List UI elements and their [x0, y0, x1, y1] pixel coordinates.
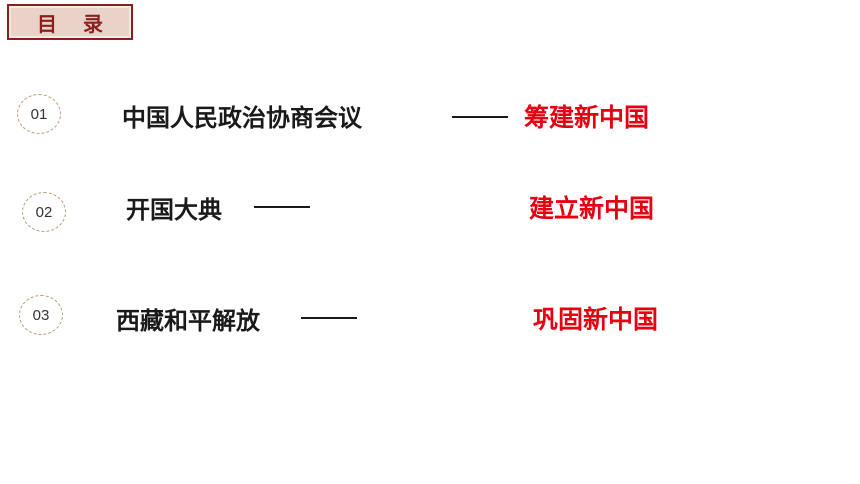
item-result: 巩固新中国: [533, 305, 659, 334]
item-number-badge: 03: [19, 295, 63, 335]
item-result: 筹建新中国: [524, 103, 650, 132]
item-result: 建立新中国: [529, 194, 655, 223]
dash-separator: [254, 206, 310, 208]
dash-separator: [452, 116, 508, 118]
toc-title: 目录: [7, 4, 133, 40]
item-title: 西藏和平解放: [116, 307, 260, 335]
item-title: 中国人民政治协商会议: [122, 104, 362, 132]
item-number-badge: 01: [17, 94, 61, 134]
dash-separator: [301, 317, 357, 319]
item-number-badge: 02: [22, 192, 66, 232]
item-title: 开国大典: [126, 196, 222, 224]
